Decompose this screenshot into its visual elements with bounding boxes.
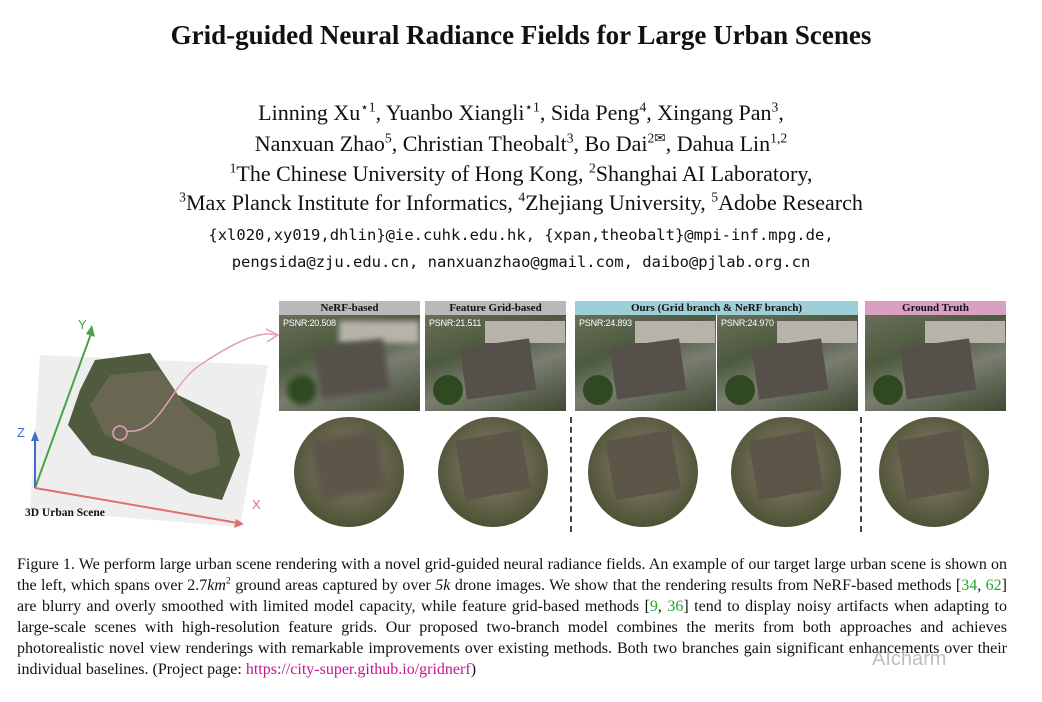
affiliation-name: Adobe Research [718,190,863,215]
caption-sup: 2 [225,575,231,587]
teaser-figure: Y Z X 3D Urban Scene NeRF-based Feature … [0,295,1042,540]
axis-z-label: Z [17,425,25,440]
author-name: Yuanbo Xiangli [385,100,525,125]
author-sup: ⋆1 [360,99,376,115]
author-name: Xingang Pan [657,100,772,125]
citation-link[interactable]: 36 [667,598,684,615]
zoom-gt [879,417,989,527]
affiliation-sup: 5 [711,189,719,205]
caption-text: ground areas captured by over [230,577,436,594]
author-sup: 5 [384,130,392,146]
pointer-curve [126,333,277,432]
emails-line-2: pengsida@zju.edu.cn, nanxuanzhao@gmail.c… [231,253,811,271]
figure-caption: Figure 1. We perform large urban scene r… [17,554,1007,680]
author-name: Bo Dai [584,131,648,156]
panel-header-grid: Feature Grid-based [425,301,566,315]
axis-y-line [34,330,93,489]
psnr-nerf: PSNR:20.508 [283,318,336,328]
caption-unit: km [207,577,226,594]
caption-text: drone images. We show that the rendering… [450,577,962,594]
affiliation-name: Shanghai AI Laboratory [595,161,807,186]
crop-ours-grid: PSNR:24.893 [575,315,716,411]
affiliation-sup: 2 [588,160,596,176]
caption-text: ] tend to display noisy artifacts when a… [17,598,1008,678]
crop-grid: PSNR:21.511 [425,315,566,411]
affiliations-line-1: 1The Chinese University of Hong Kong, 2S… [229,160,813,186]
psnr-ours-grid: PSNR:24.893 [579,318,632,328]
divider-right [860,417,862,532]
highlight-circle [112,425,128,441]
axis-y-label: Y [78,317,87,332]
axis-x-label: X [252,497,261,512]
caption-count: 5k [435,577,451,594]
scene-label: 3D Urban Scene [25,507,105,519]
author-sup: 3 [566,130,574,146]
caption-text: Figure 1. We perform large urban scene r… [17,556,1007,594]
project-page-link[interactable]: https://city-super.github.io/gridnerf [245,661,471,678]
affiliation-name: Zhejiang University [525,190,701,215]
caption-text: ] are blurry and overly smoothed with li… [17,577,1007,615]
affiliation-name: Max Planck Institute for Informatics [185,190,508,215]
urban-scene-illustration [30,325,280,528]
author-name: Dahua Lin [676,131,771,156]
author-sup: 3 [771,99,779,115]
panel-header-nerf: NeRF-based [279,301,420,315]
axis-z-arrow [31,431,39,441]
author-name: Sida Peng [550,100,640,125]
crop-gt [865,315,1006,411]
citation-link[interactable]: 9 [649,598,658,615]
paper-title: Grid-guided Neural Radiance Fields for L… [170,20,872,50]
crop-ours-nerf: PSNR:24.970 [717,315,858,411]
author-name: Christian Theobalt [402,131,567,156]
pointer-arrowhead [265,328,280,343]
zoom-ours-nerf [731,417,841,527]
affiliation-sup: 1 [229,160,237,176]
panel-header-ours: Ours (Grid branch & NeRF branch) [575,301,858,315]
author-sup: 2✉ [647,130,666,146]
axis-x-line [34,487,239,524]
authors-line-2: Nanxuan Zhao5, Christian Theobalt3, Bo D… [254,130,788,156]
scene-mesh-detail [90,370,220,475]
author-name: Linning Xu [258,100,361,125]
zoom-ours-grid [588,417,698,527]
authors-line-1: Linning Xu⋆1, Yuanbo Xiangli⋆1, Sida Pen… [258,99,784,125]
divider-left [570,417,572,532]
caption-text: , [657,598,668,615]
caption-text: ) [470,661,477,678]
author-sup: ⋆1 [524,99,540,115]
affiliation-name: The Chinese University of Hong Kong [236,161,578,186]
watermark: AIcharm [872,648,947,670]
caption-text: , [977,577,986,594]
author-sup: 1,2 [770,130,788,146]
author-name: Nanxuan Zhao [254,131,385,156]
emails-line-1: {xl020,xy019,dhlin}@ie.cuhk.edu.hk, {xpa… [208,226,834,244]
panel-header-gt: Ground Truth [865,301,1006,315]
axis-y-arrow [86,325,95,337]
crop-nerf: PSNR:20.508 [279,315,420,411]
citation-link[interactable]: 62 [985,577,1002,594]
affiliation-sup: 4 [518,189,526,205]
zoom-grid [438,417,548,527]
affiliation-sup: 3 [179,189,186,205]
citation-link[interactable]: 34 [961,577,978,594]
author-sup: 4 [639,99,647,115]
axis-x-arrow [234,519,244,528]
zoom-nerf [294,417,404,527]
psnr-grid: PSNR:21.511 [429,318,482,328]
affiliations-line-2: 3Max Planck Institute for Informatics, 4… [179,189,863,215]
psnr-ours-nerf: PSNR:24.970 [721,318,774,328]
